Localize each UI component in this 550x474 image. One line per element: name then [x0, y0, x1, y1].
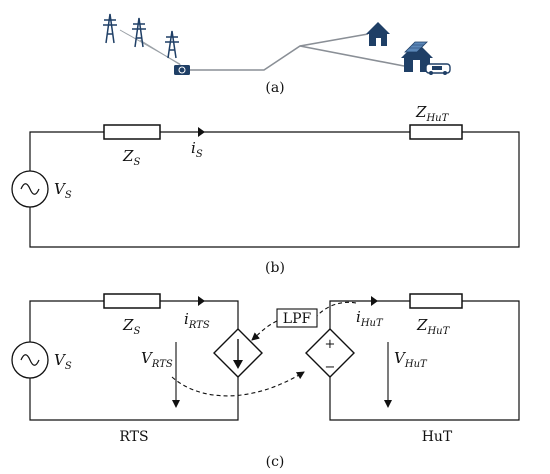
rts-voltage-label: VRTS — [141, 349, 173, 370]
hut-wires — [329, 300, 520, 421]
rts-current-arrow — [198, 296, 205, 306]
dependent-voltage-source: + − — [305, 328, 355, 378]
impedance-zhut-resistor — [409, 124, 463, 140]
electric-vehicle-icon — [425, 63, 451, 75]
lpf-block — [276, 308, 318, 328]
feedback-signal-path — [316, 301, 357, 317]
voltage-signal-path — [171, 371, 305, 397]
hut-current-label: iHuT — [356, 308, 384, 329]
hut-name-label: HuT — [422, 429, 453, 445]
transmission-tower-icon — [132, 17, 146, 48]
sine-wave-icon — [20, 183, 40, 195]
impedance-zs-resistor — [103, 124, 161, 140]
rts-impedance-zs-resistor — [103, 293, 161, 309]
rts-name-label: RTS — [119, 429, 148, 445]
transformer-icon — [174, 65, 190, 75]
hut-voltage-label: VHuT — [394, 349, 428, 370]
rts-source-label: VS — [54, 351, 72, 372]
circuit-wires — [29, 131, 520, 248]
house-icon — [366, 22, 390, 46]
sine-wave-icon — [20, 354, 40, 366]
hut-impedance-zhut-label: ZHuT — [416, 316, 451, 337]
current-direction-arrow — [198, 127, 205, 137]
lpf-label: LPF — [283, 311, 312, 327]
current-is-label: iS — [191, 139, 203, 160]
house-with-solar-panels-icon — [401, 41, 433, 72]
plus-sign: + — [325, 337, 336, 352]
impedance-zhut-label: ZHuT — [415, 103, 450, 124]
hut-impedance-zhut-resistor — [409, 293, 463, 309]
panel-c-circuit: + − LPF ZS iRTS VRTS VS iHuT ZHuT VHuT R… — [11, 293, 520, 470]
source-vs-label: VS — [54, 180, 72, 201]
panel-b-caption: (b) — [265, 260, 285, 276]
transmission-tower-icon — [165, 30, 179, 59]
hut-current-arrow — [371, 296, 378, 306]
ac-voltage-source — [11, 170, 49, 208]
panel-c-caption: (c) — [266, 454, 285, 470]
transmission-tower-icon — [103, 13, 117, 44]
rts-ac-voltage-source — [11, 341, 49, 379]
rts-impedance-zs-label: ZS — [122, 316, 140, 337]
dependent-current-source — [213, 328, 263, 378]
lpf-output-signal-path — [251, 320, 278, 341]
rts-wires — [29, 300, 239, 421]
power-lines — [119, 29, 405, 71]
impedance-zs-label: ZS — [122, 147, 140, 168]
panel-a-illustration: (a) — [103, 13, 451, 96]
panel-b-circuit: ZS iS ZHuT VS (b) — [11, 103, 520, 276]
minus-sign: − — [325, 360, 336, 375]
rts-current-label: iRTS — [184, 310, 210, 331]
panel-a-caption: (a) — [265, 80, 284, 96]
